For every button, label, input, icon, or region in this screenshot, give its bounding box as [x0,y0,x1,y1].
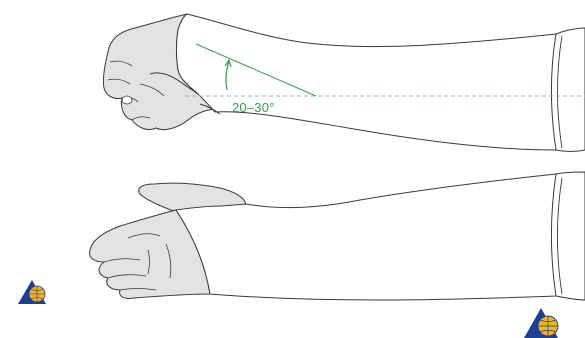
upper-sleeve [177,14,557,150]
upper-figure-arm [103,14,585,152]
upper-cuff [552,28,585,152]
lower-figure-arm [90,172,585,300]
angle-label: 20–30° [232,100,275,115]
globe-triangle-logo-icon [524,308,558,338]
globe-triangle-logo-icon [18,280,46,304]
lower-cuff [552,172,585,300]
